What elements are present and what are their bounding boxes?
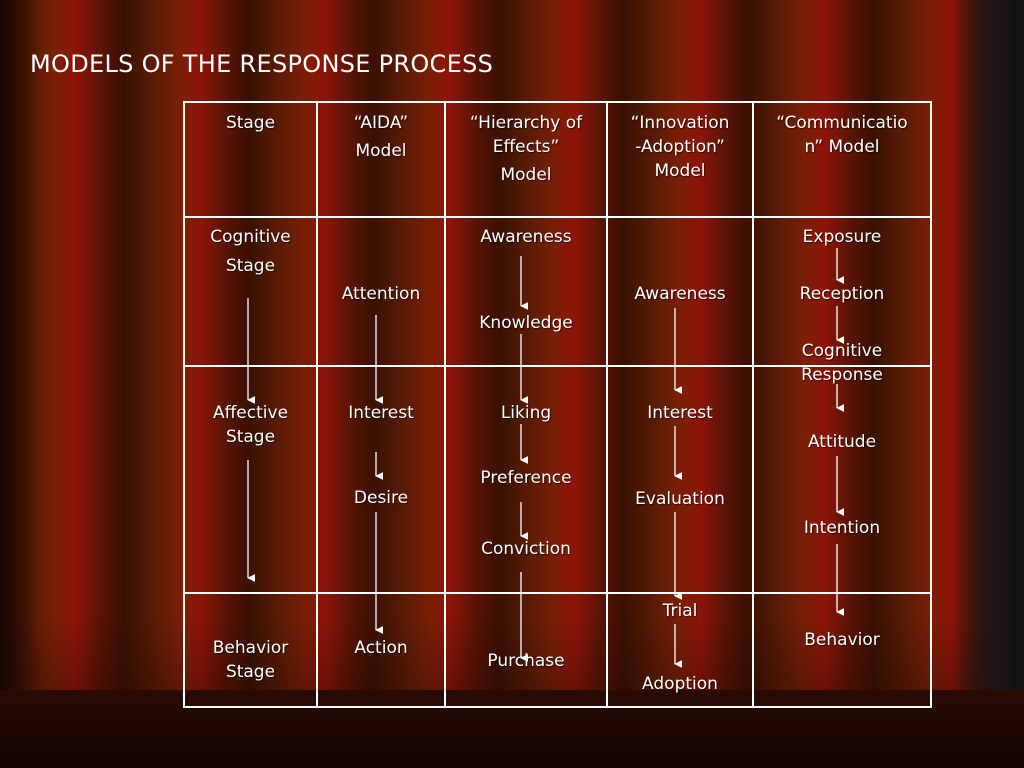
stage-affective: Affective Stage — [185, 401, 316, 449]
stage-cognitive-line2: Stage — [225, 256, 276, 276]
column-divider — [444, 103, 446, 706]
aida-action: Action — [354, 638, 408, 658]
header-innovation: “Innovation -Adoption” Model — [608, 111, 752, 183]
communication-cognitive-response: Cognitive Response — [754, 339, 930, 387]
communication-exposure: Exposure — [802, 227, 882, 247]
communication-intention: Intention — [803, 518, 881, 538]
hierarchy-liking: Liking — [500, 403, 552, 423]
row-divider — [185, 592, 930, 594]
header-innovation-line2: -Adoption” — [635, 137, 725, 157]
aida-desire: Desire — [353, 488, 409, 508]
communication-cognitive-line1: Cognitive — [801, 341, 883, 361]
communication-cognitive-line2: Response — [801, 365, 883, 385]
header-hierarchy-line2: Effects” — [492, 137, 560, 157]
innovation-adoption: Adoption — [642, 674, 718, 694]
stage-behavior: Behavior Stage — [185, 636, 316, 684]
row-divider — [185, 365, 930, 367]
stage-floor — [0, 690, 1024, 768]
column-divider — [752, 103, 754, 706]
aida-interest: Interest — [348, 403, 414, 423]
header-aida-line1: “AIDA” — [353, 113, 409, 133]
stage-cognitive: Cognitive Stage — [185, 225, 316, 278]
stage-cognitive-line1: Cognitive — [210, 227, 291, 247]
column-divider — [606, 103, 608, 706]
header-communication-line2: n” Model — [804, 137, 880, 157]
innovation-evaluation: Evaluation — [635, 489, 725, 509]
stage-behavior-line2: Stage — [225, 662, 276, 682]
header-stage-label: Stage — [225, 113, 276, 133]
curtain-left-shadow — [0, 0, 40, 768]
header-hierarchy-line3: Model — [500, 165, 552, 185]
column-divider — [316, 103, 318, 706]
hierarchy-preference: Preference — [480, 468, 572, 488]
header-hierarchy: “Hierarchy of Effects” Model — [446, 111, 606, 187]
stage-affective-line2: Stage — [225, 427, 276, 447]
hierarchy-awareness: Awareness — [480, 227, 572, 247]
header-aida: “AIDA” Model — [318, 111, 444, 163]
header-innovation-line1: “Innovation — [630, 113, 730, 133]
innovation-awareness: Awareness — [634, 284, 726, 304]
header-communication: “Communicatio n” Model — [754, 111, 930, 159]
communication-behavior: Behavior — [804, 630, 880, 650]
hierarchy-knowledge: Knowledge — [479, 313, 573, 333]
row-divider — [185, 216, 930, 218]
communication-reception: Reception — [799, 284, 885, 304]
header-innovation-line3: Model — [654, 161, 706, 181]
hierarchy-purchase: Purchase — [487, 651, 565, 671]
response-models-table: Stage “AIDA” Model “Hierarchy of Effects… — [183, 101, 932, 708]
slide-title: MODELS OF THE RESPONSE PROCESS — [30, 50, 494, 78]
innovation-trial: Trial — [662, 601, 698, 621]
communication-attitude: Attitude — [807, 432, 877, 452]
hierarchy-conviction: Conviction — [481, 539, 571, 559]
header-aida-line2: Model — [355, 141, 407, 161]
aida-attention: Attention — [341, 284, 421, 304]
stage-affective-line1: Affective — [212, 403, 289, 423]
header-stage: Stage — [185, 111, 316, 135]
header-communication-line1: “Communicatio — [776, 113, 908, 133]
stage-behavior-line1: Behavior — [212, 638, 289, 658]
curtain-right-shadow — [954, 0, 1024, 768]
innovation-interest: Interest — [647, 403, 713, 423]
header-hierarchy-line1: “Hierarchy of — [469, 113, 583, 133]
